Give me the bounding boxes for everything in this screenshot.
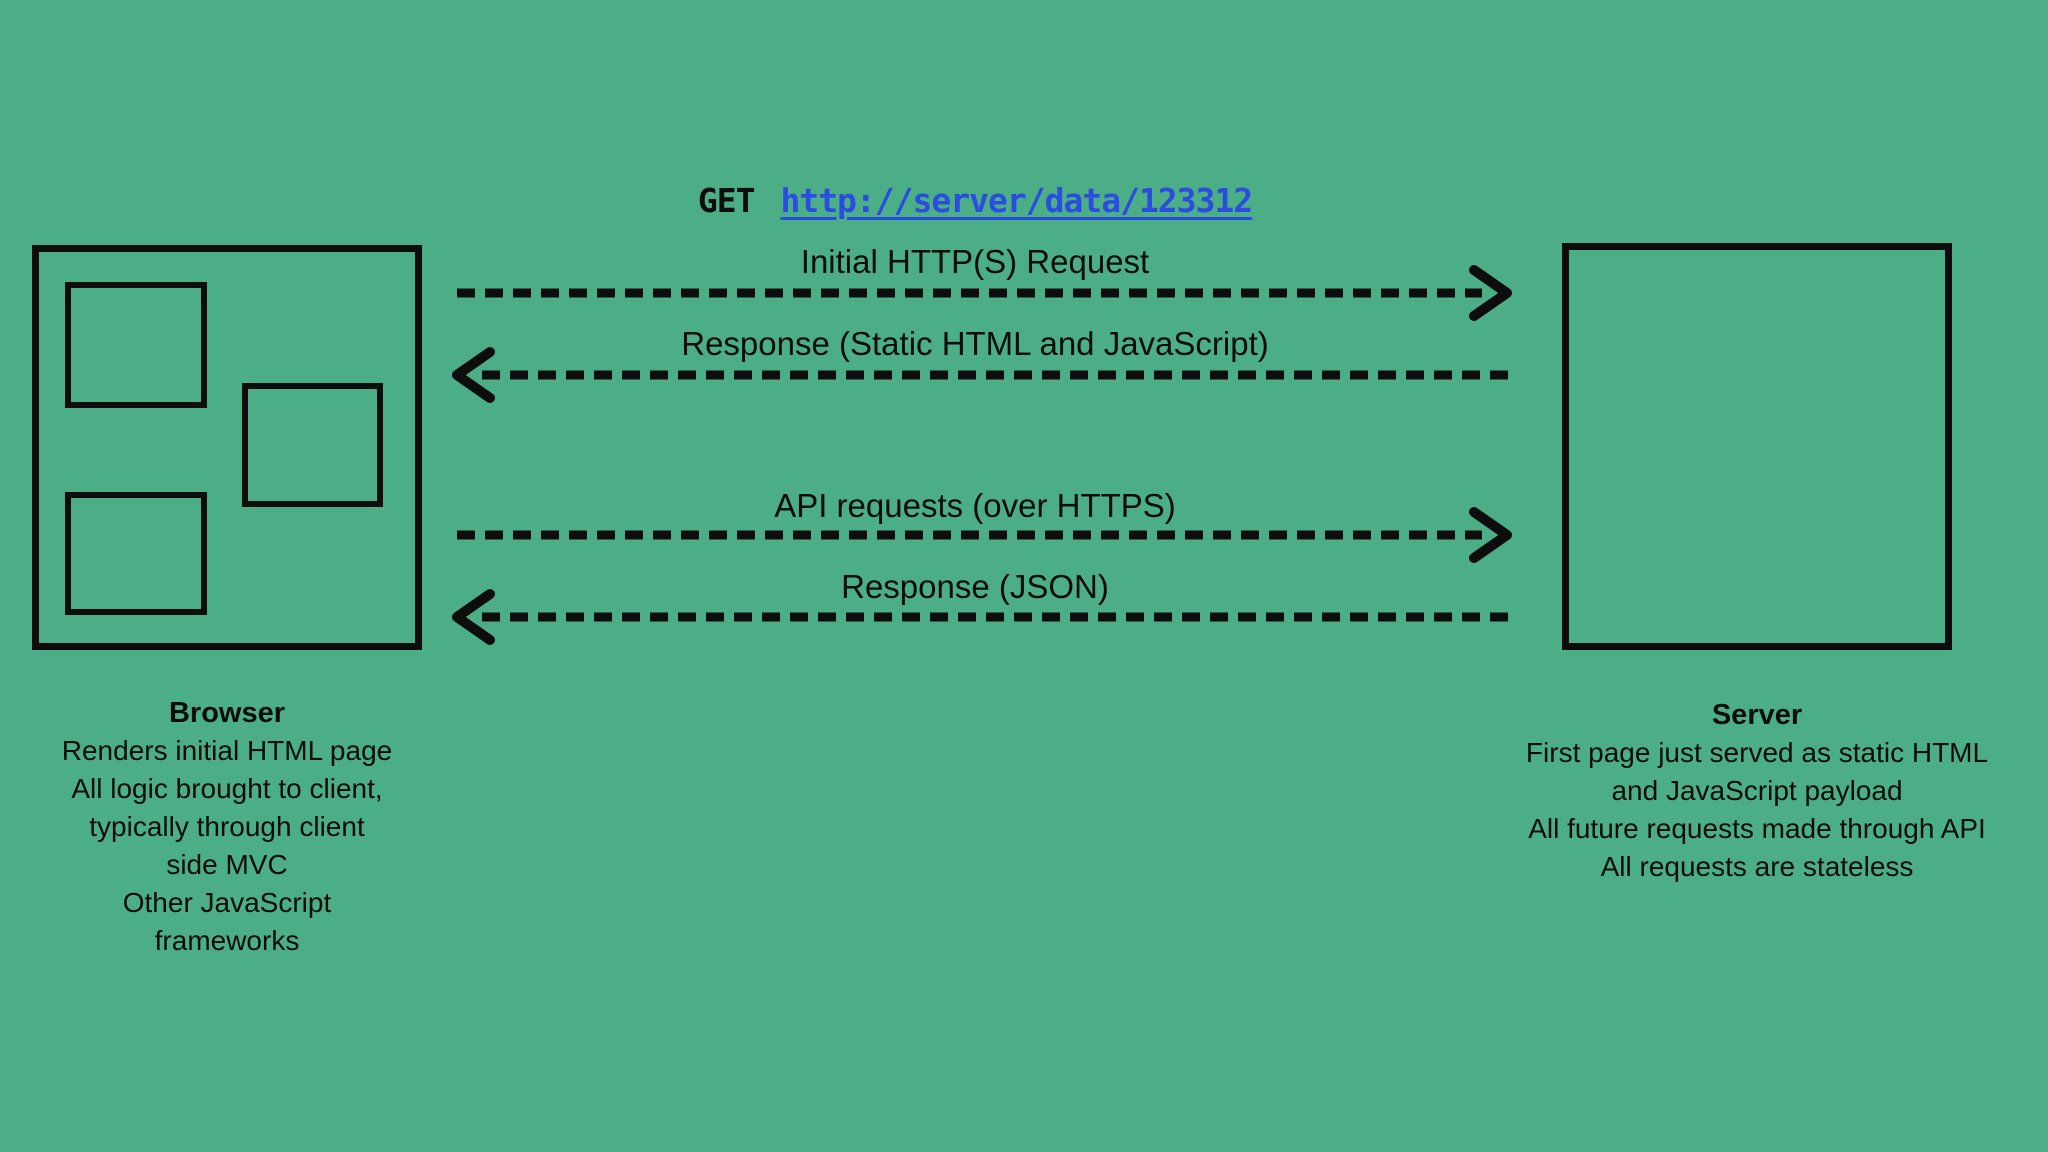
server-caption: Server First page just served as static …	[1507, 696, 2007, 886]
browser-window-pane-2	[242, 383, 383, 507]
server-note-line: and JavaScript payload	[1611, 775, 1903, 806]
browser-note-line: Other JavaScript	[122, 887, 332, 918]
browser-box	[32, 245, 422, 650]
server-box	[1562, 243, 1952, 650]
arrow-label-initial-request: Initial HTTP(S) Request	[800, 243, 1150, 280]
server-note-line: All requests are stateless	[1600, 851, 1914, 882]
browser-note-line: frameworks	[154, 925, 300, 956]
browser-title: Browser	[168, 697, 286, 729]
browser-note-line: All logic brought to client,	[71, 773, 383, 804]
server-title: Server	[1711, 699, 1803, 731]
server-note-line: All future requests made through API	[1528, 813, 1986, 844]
arrow-label-response-json: Response (JSON)	[841, 568, 1109, 605]
http-method-label: GET	[697, 181, 756, 220]
browser-note-line: typically through client	[89, 811, 365, 842]
browser-note-line: Renders initial HTML page	[61, 735, 393, 766]
server-note-line: First page just served as static HTML	[1525, 737, 1989, 768]
arrow-label-api-requests: API requests (over HTTPS)	[774, 487, 1176, 524]
request-url-link[interactable]: http://server/data/123312	[780, 181, 1253, 220]
arrow-label-response-static: Response (Static HTML and JavaScript)	[681, 325, 1269, 362]
request-url-line: GET http://server/data/123312	[440, 181, 1510, 220]
browser-window-pane-3	[65, 492, 207, 615]
browser-note-line: side MVC	[166, 849, 288, 880]
browser-window-pane-1	[65, 282, 207, 408]
browser-caption: Browser Renders initial HTML page All lo…	[12, 694, 442, 960]
